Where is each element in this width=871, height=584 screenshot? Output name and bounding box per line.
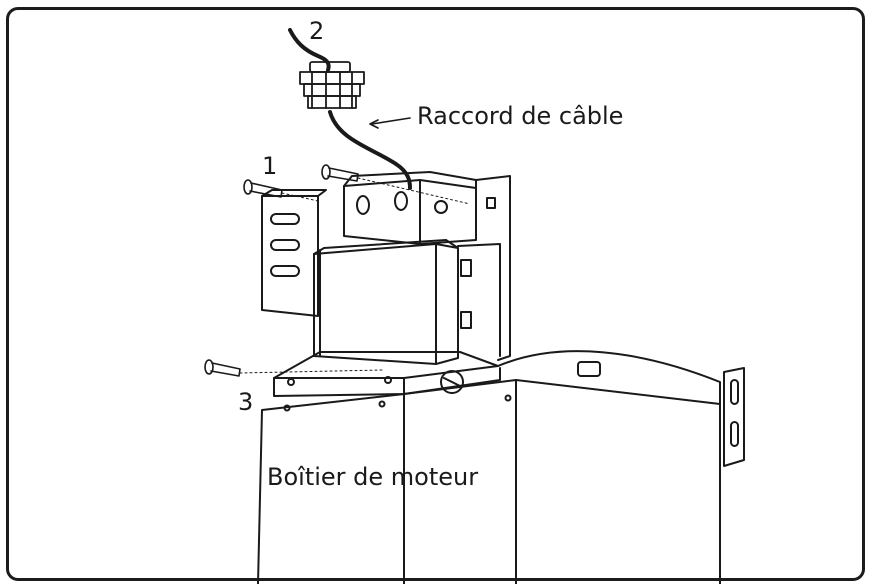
terminal-cover xyxy=(343,171,477,245)
right-bracket xyxy=(723,367,745,467)
callout-2: 2 xyxy=(309,17,325,45)
cable-fitting-label: Raccord de câble xyxy=(417,102,624,130)
control-box xyxy=(313,239,459,365)
back-plate xyxy=(457,175,511,361)
screw-2 xyxy=(321,164,471,205)
cable-gland xyxy=(299,61,365,109)
screw-3 xyxy=(204,359,383,377)
callout-3: 3 xyxy=(238,388,254,416)
motor-housing xyxy=(257,350,721,584)
cable xyxy=(288,28,412,190)
callout-1: 1 xyxy=(262,152,278,180)
left-bracket xyxy=(261,189,327,317)
mounting-flange xyxy=(273,351,501,397)
motor-housing-label: Boîtier de moteur xyxy=(267,463,479,491)
cable-fitting-leader xyxy=(369,117,411,129)
